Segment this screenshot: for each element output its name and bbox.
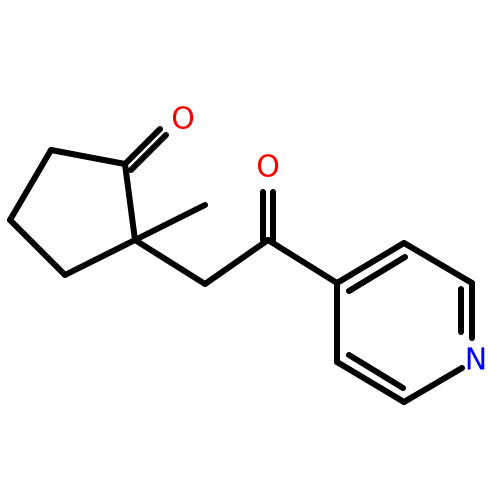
ch2-carbonyl-bond	[202, 237, 271, 287]
pyridine-nitrogen-label: N	[465, 343, 487, 378]
ring-bond-1	[48, 147, 128, 167]
pyridine-inner-bond-3	[346, 352, 406, 391]
ketone-double-bond-a	[122, 126, 163, 167]
ring-bond-3	[7, 217, 68, 278]
ketone-double-bond-b	[128, 132, 169, 173]
pyridine-bond-1	[334, 240, 407, 286]
ch2-bond	[132, 237, 208, 287]
ring-bond-2	[7, 147, 54, 223]
pyridine-bond-4	[401, 365, 465, 405]
acyl-oxygen-label: O	[256, 150, 280, 185]
aryl-bond	[265, 237, 340, 286]
ketone-oxygen-label: O	[171, 102, 195, 137]
pyridine-bond-5	[334, 359, 407, 405]
pyridine-bond-2	[401, 240, 475, 286]
pyridine-inner-bond-1	[346, 254, 408, 294]
ring-bond-4	[62, 237, 138, 278]
methyl-bond	[132, 202, 208, 243]
ring-bond-5	[122, 161, 138, 243]
